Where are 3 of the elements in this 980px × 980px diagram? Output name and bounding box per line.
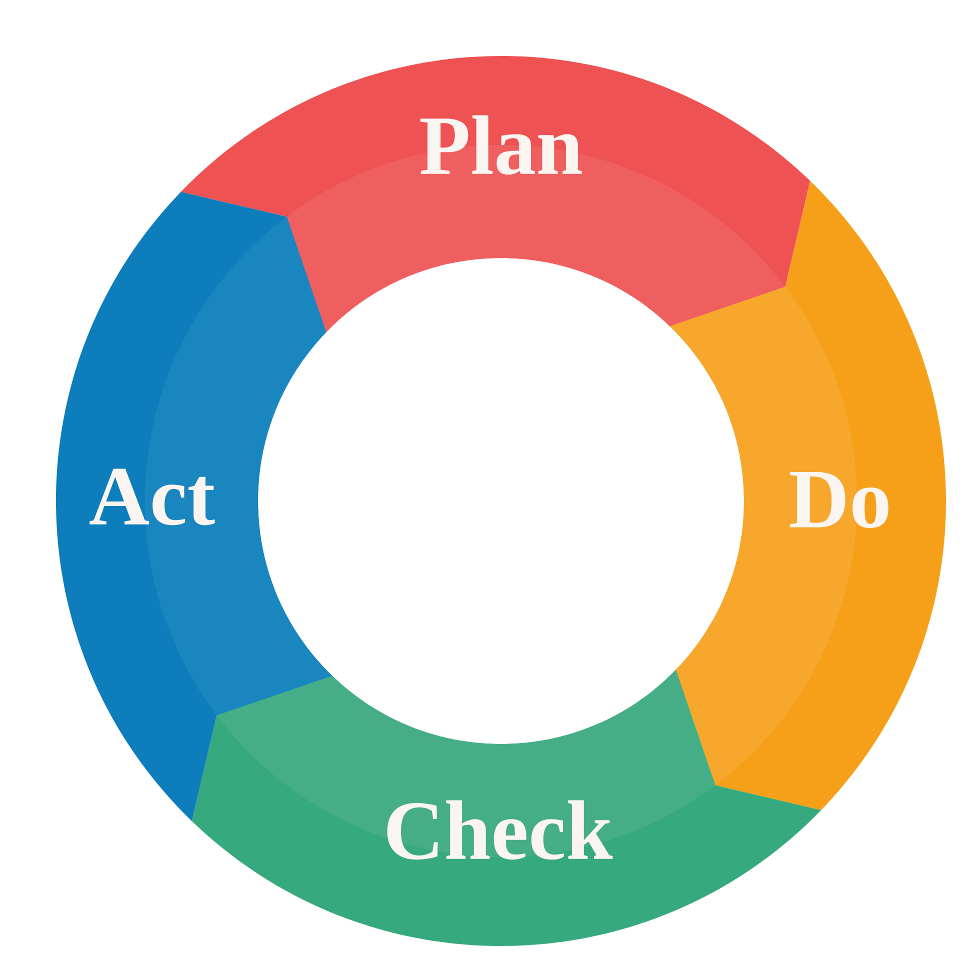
cycle-segment: Do xyxy=(670,180,946,810)
cycle-segment: Act xyxy=(56,192,332,822)
cycle-segment: Check xyxy=(192,670,822,946)
